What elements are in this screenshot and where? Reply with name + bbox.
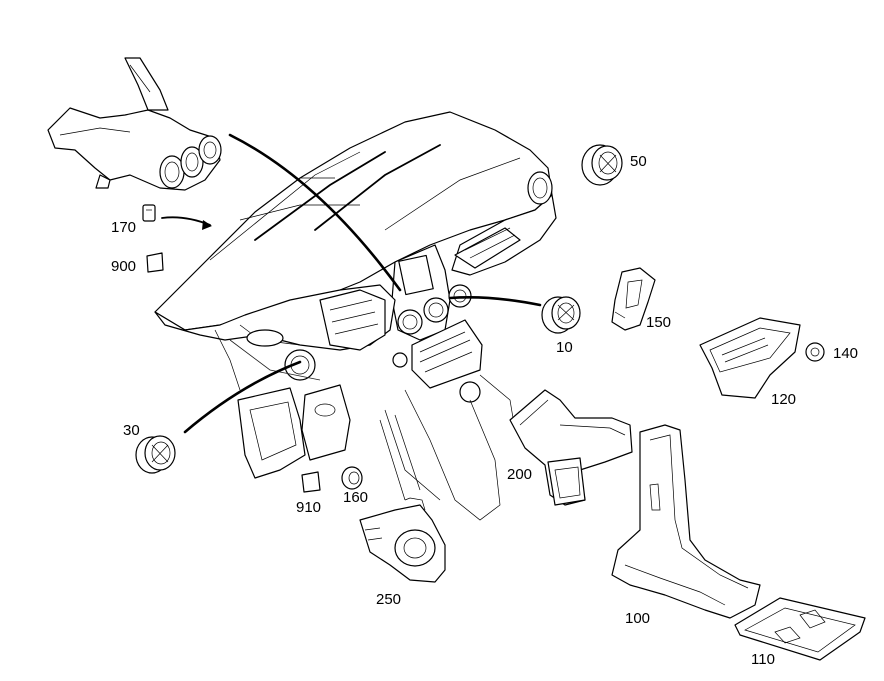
label-50: 50 — [630, 153, 647, 170]
label-200: 200 — [507, 466, 532, 483]
label-140: 140 — [833, 345, 858, 362]
arrow-head-170 — [202, 220, 212, 230]
leader-line-30 — [183, 360, 302, 434]
part-140-clip — [805, 342, 825, 362]
leader-line-duct — [228, 133, 402, 292]
label-910: 910 — [296, 499, 321, 516]
part-160-grommet — [341, 466, 363, 490]
dashboard-assembly — [154, 111, 557, 521]
part-170-clip — [142, 204, 156, 222]
label-250: 250 — [376, 591, 401, 608]
label-160: 160 — [343, 489, 368, 506]
label-170: 170 — [111, 219, 136, 236]
part-10-air-vent — [541, 296, 581, 334]
label-900: 900 — [111, 258, 136, 275]
part-100-duct — [611, 424, 761, 619]
part-30-air-vent — [135, 435, 176, 474]
label-10: 10 — [556, 339, 573, 356]
label-150: 150 — [646, 314, 671, 331]
part-250-blower — [359, 497, 446, 583]
part-120-glove-box — [699, 317, 801, 399]
label-120: 120 — [771, 391, 796, 408]
label-30: 30 — [123, 422, 140, 439]
part-910-pad — [301, 471, 321, 493]
callout-labels: 50 10 150 140 120 170 900 30 910 160 250… — [111, 153, 858, 668]
part-900-pad — [146, 252, 164, 273]
label-110: 110 — [751, 651, 775, 668]
part-110-duct — [734, 597, 866, 661]
label-100: 100 — [625, 610, 650, 627]
part-50-air-vent — [581, 144, 623, 186]
leader-line-10 — [448, 296, 542, 307]
part-200-duct — [509, 389, 633, 506]
part-150-bracket — [611, 267, 656, 331]
upper-air-duct — [47, 57, 222, 191]
